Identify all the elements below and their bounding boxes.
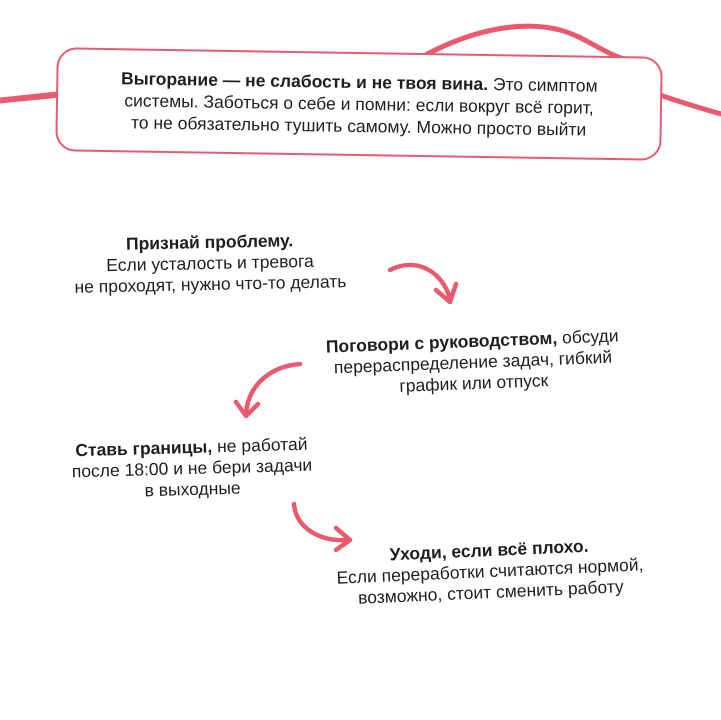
step-1-line-2: не проходят, нужно что-то делать — [74, 271, 347, 297]
curved-arrow-icon — [291, 501, 353, 553]
step-acknowledge-problem: Признай проблему. Если усталость и трево… — [19, 228, 400, 299]
intro-line-1: Это симптом — [487, 74, 598, 96]
curved-arrow-icon — [233, 361, 303, 419]
step-talk-to-management: Поговори с руководством, обсуди перерасп… — [283, 324, 663, 401]
step-3-line-1: не работай — [211, 433, 308, 457]
step-set-boundaries: Ставь границы, не работай после 18:00 и … — [21, 432, 363, 504]
step-2-line-1: обсуди — [556, 325, 619, 348]
step-1-title: Признай проблему. — [125, 230, 294, 254]
curved-arrow-icon — [387, 262, 459, 305]
intro-card: Выгорание — не слабость и не твоя вина. … — [55, 47, 663, 161]
step-3-line-3: в выходные — [144, 477, 241, 501]
step-3-title: Ставь границы, — [75, 436, 213, 461]
step-2-line-3: график или отпуск — [398, 370, 549, 396]
intro-text: Выгорание — не слабость и не твоя вина. … — [120, 67, 598, 140]
